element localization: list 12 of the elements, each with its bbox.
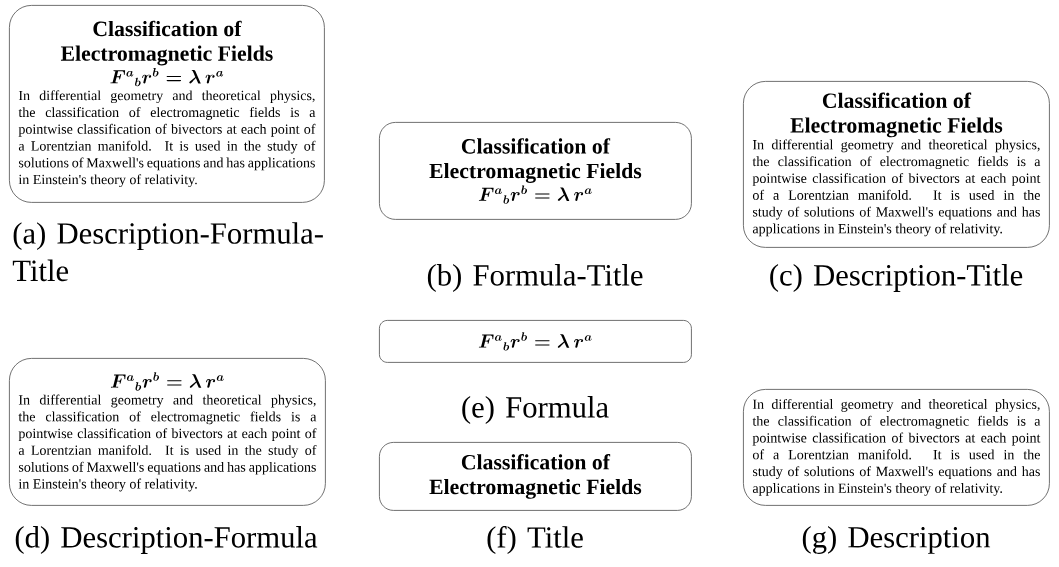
title-box: Classification of Electromagnetic Fields xyxy=(379,442,692,511)
caption: (c) Description-Title xyxy=(770,264,1023,292)
caption: (b) Formula-Title xyxy=(427,264,643,292)
card: Classification of Electromagnetic Fields $F^{a}{}_{b}r^{b} = \lambda\, r^{a}$ In differential geometry and theoretical physics, the classification of electromagnetic fields is a pointwise classification of bivectors at each point of a Lorentzian manifold. It is used in the study of solutions of Maxwell's equations and has applications in Einstein's theory of relativity. xyxy=(9,5,325,203)
card: Classification of Electromagnetic Fields $F^{a}{}_{b}r^{b} = \lambda\, r^{a}$ xyxy=(379,122,692,220)
description-box: In differential geometry and theoretical physics, the classification of electromagnetic fields is a pointwise classification of bivectors at each point of a Lorentzian manifold. It is used in the study of solutions of Maxwell's equations and has applications in Einstein's theory of relativity. xyxy=(743,389,1050,506)
formula-box: $F^{a}{}_{b}r^{b} = \lambda\, r^{a}$ xyxy=(379,320,692,363)
caption: (e) Formula xyxy=(462,396,609,424)
card: $F^{a}{}_{b}r^{b} = \lambda\, r^{a}$ In differential geometry and theoretical physics, the classification of electromagnetic fields is a pointwise classification of bivectors at each point of a Lorentzian manifold. It is used in the study of solutions of Maxwell's equations and has applications in Einstein's theory of relativity. xyxy=(9,358,326,506)
caption: (d) Description-Formula xyxy=(15,526,318,554)
caption: (a) Description-Formula-Title xyxy=(12,222,323,282)
card: Classification of Electromagnetic Fields In differential geometry and theoretical physics, the classification of electromagnetic fields is a pointwise classification of bivectors at each point of a Lorentzian manifold. It is used in the study of solutions of Maxwell's equations and has applications in Einstein's theory of relativity. xyxy=(743,81,1050,248)
